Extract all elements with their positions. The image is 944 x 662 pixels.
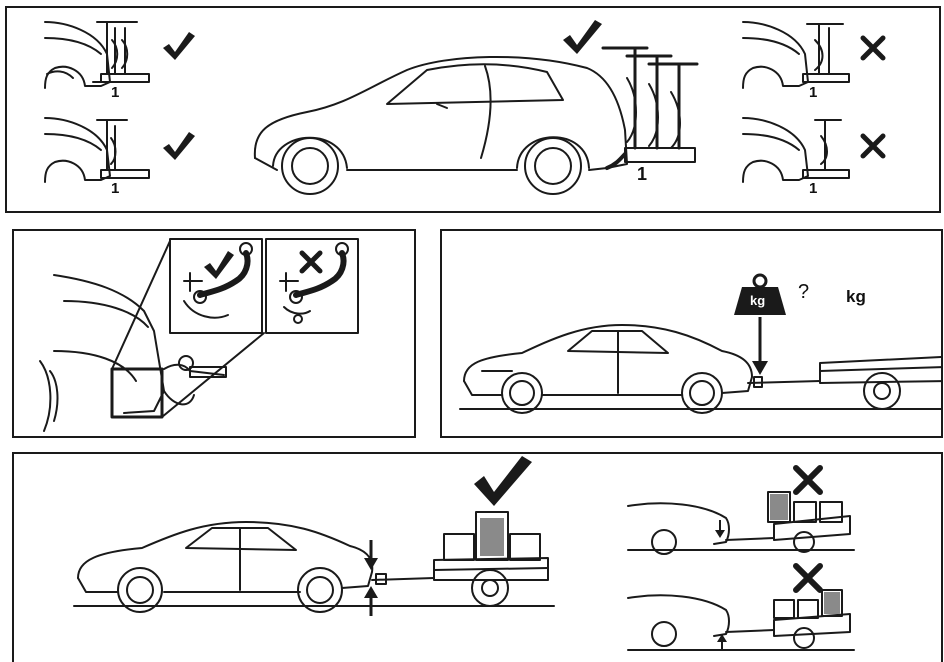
rack-top-left bbox=[92, 21, 150, 83]
cross-mark-icon bbox=[793, 465, 823, 495]
small-car-rear-top-right bbox=[742, 21, 850, 89]
small-car-rear-top-left bbox=[44, 21, 111, 89]
check-mark-icon bbox=[163, 32, 195, 60]
central-hatchback-car bbox=[253, 56, 628, 195]
central-bike-rack bbox=[601, 46, 699, 170]
cross-mark-icon bbox=[793, 563, 823, 593]
check-mark-icon bbox=[474, 456, 532, 506]
check-mark-icon bbox=[563, 20, 602, 54]
check-mark-icon bbox=[204, 251, 234, 279]
cross-mark-icon bbox=[860, 35, 886, 61]
nose-weight-panel: kg ? kg bbox=[440, 229, 943, 438]
rack-number-label: 1 bbox=[637, 164, 648, 184]
cross-mark-icon bbox=[299, 250, 323, 274]
bike-carrier-panel: 1 1 1 1 1 bbox=[5, 6, 941, 213]
question-mark: ? bbox=[798, 281, 810, 303]
small-car-rear-bottom-right bbox=[742, 117, 850, 183]
small-car-rear-bottom-left bbox=[44, 117, 150, 183]
rack-number-label: 1 bbox=[809, 180, 818, 197]
nose-weight-drawing bbox=[459, 273, 941, 414]
towbar-connection-panel bbox=[12, 229, 416, 438]
weight-unit-label: kg bbox=[846, 287, 866, 306]
load-distribution-panel bbox=[12, 452, 943, 662]
bike-carrier-drawing bbox=[44, 20, 886, 195]
rack-number-label: 1 bbox=[809, 84, 818, 101]
rack-number-label: 1 bbox=[111, 84, 120, 101]
cross-mark-icon bbox=[860, 133, 886, 159]
check-mark-icon bbox=[163, 132, 195, 160]
towbar-drawing bbox=[39, 238, 359, 432]
load-distribution-drawing bbox=[73, 456, 855, 651]
weight-icon-label: kg bbox=[750, 293, 766, 308]
weight-icon bbox=[734, 273, 786, 315]
rack-number-label: 1 bbox=[111, 180, 120, 197]
